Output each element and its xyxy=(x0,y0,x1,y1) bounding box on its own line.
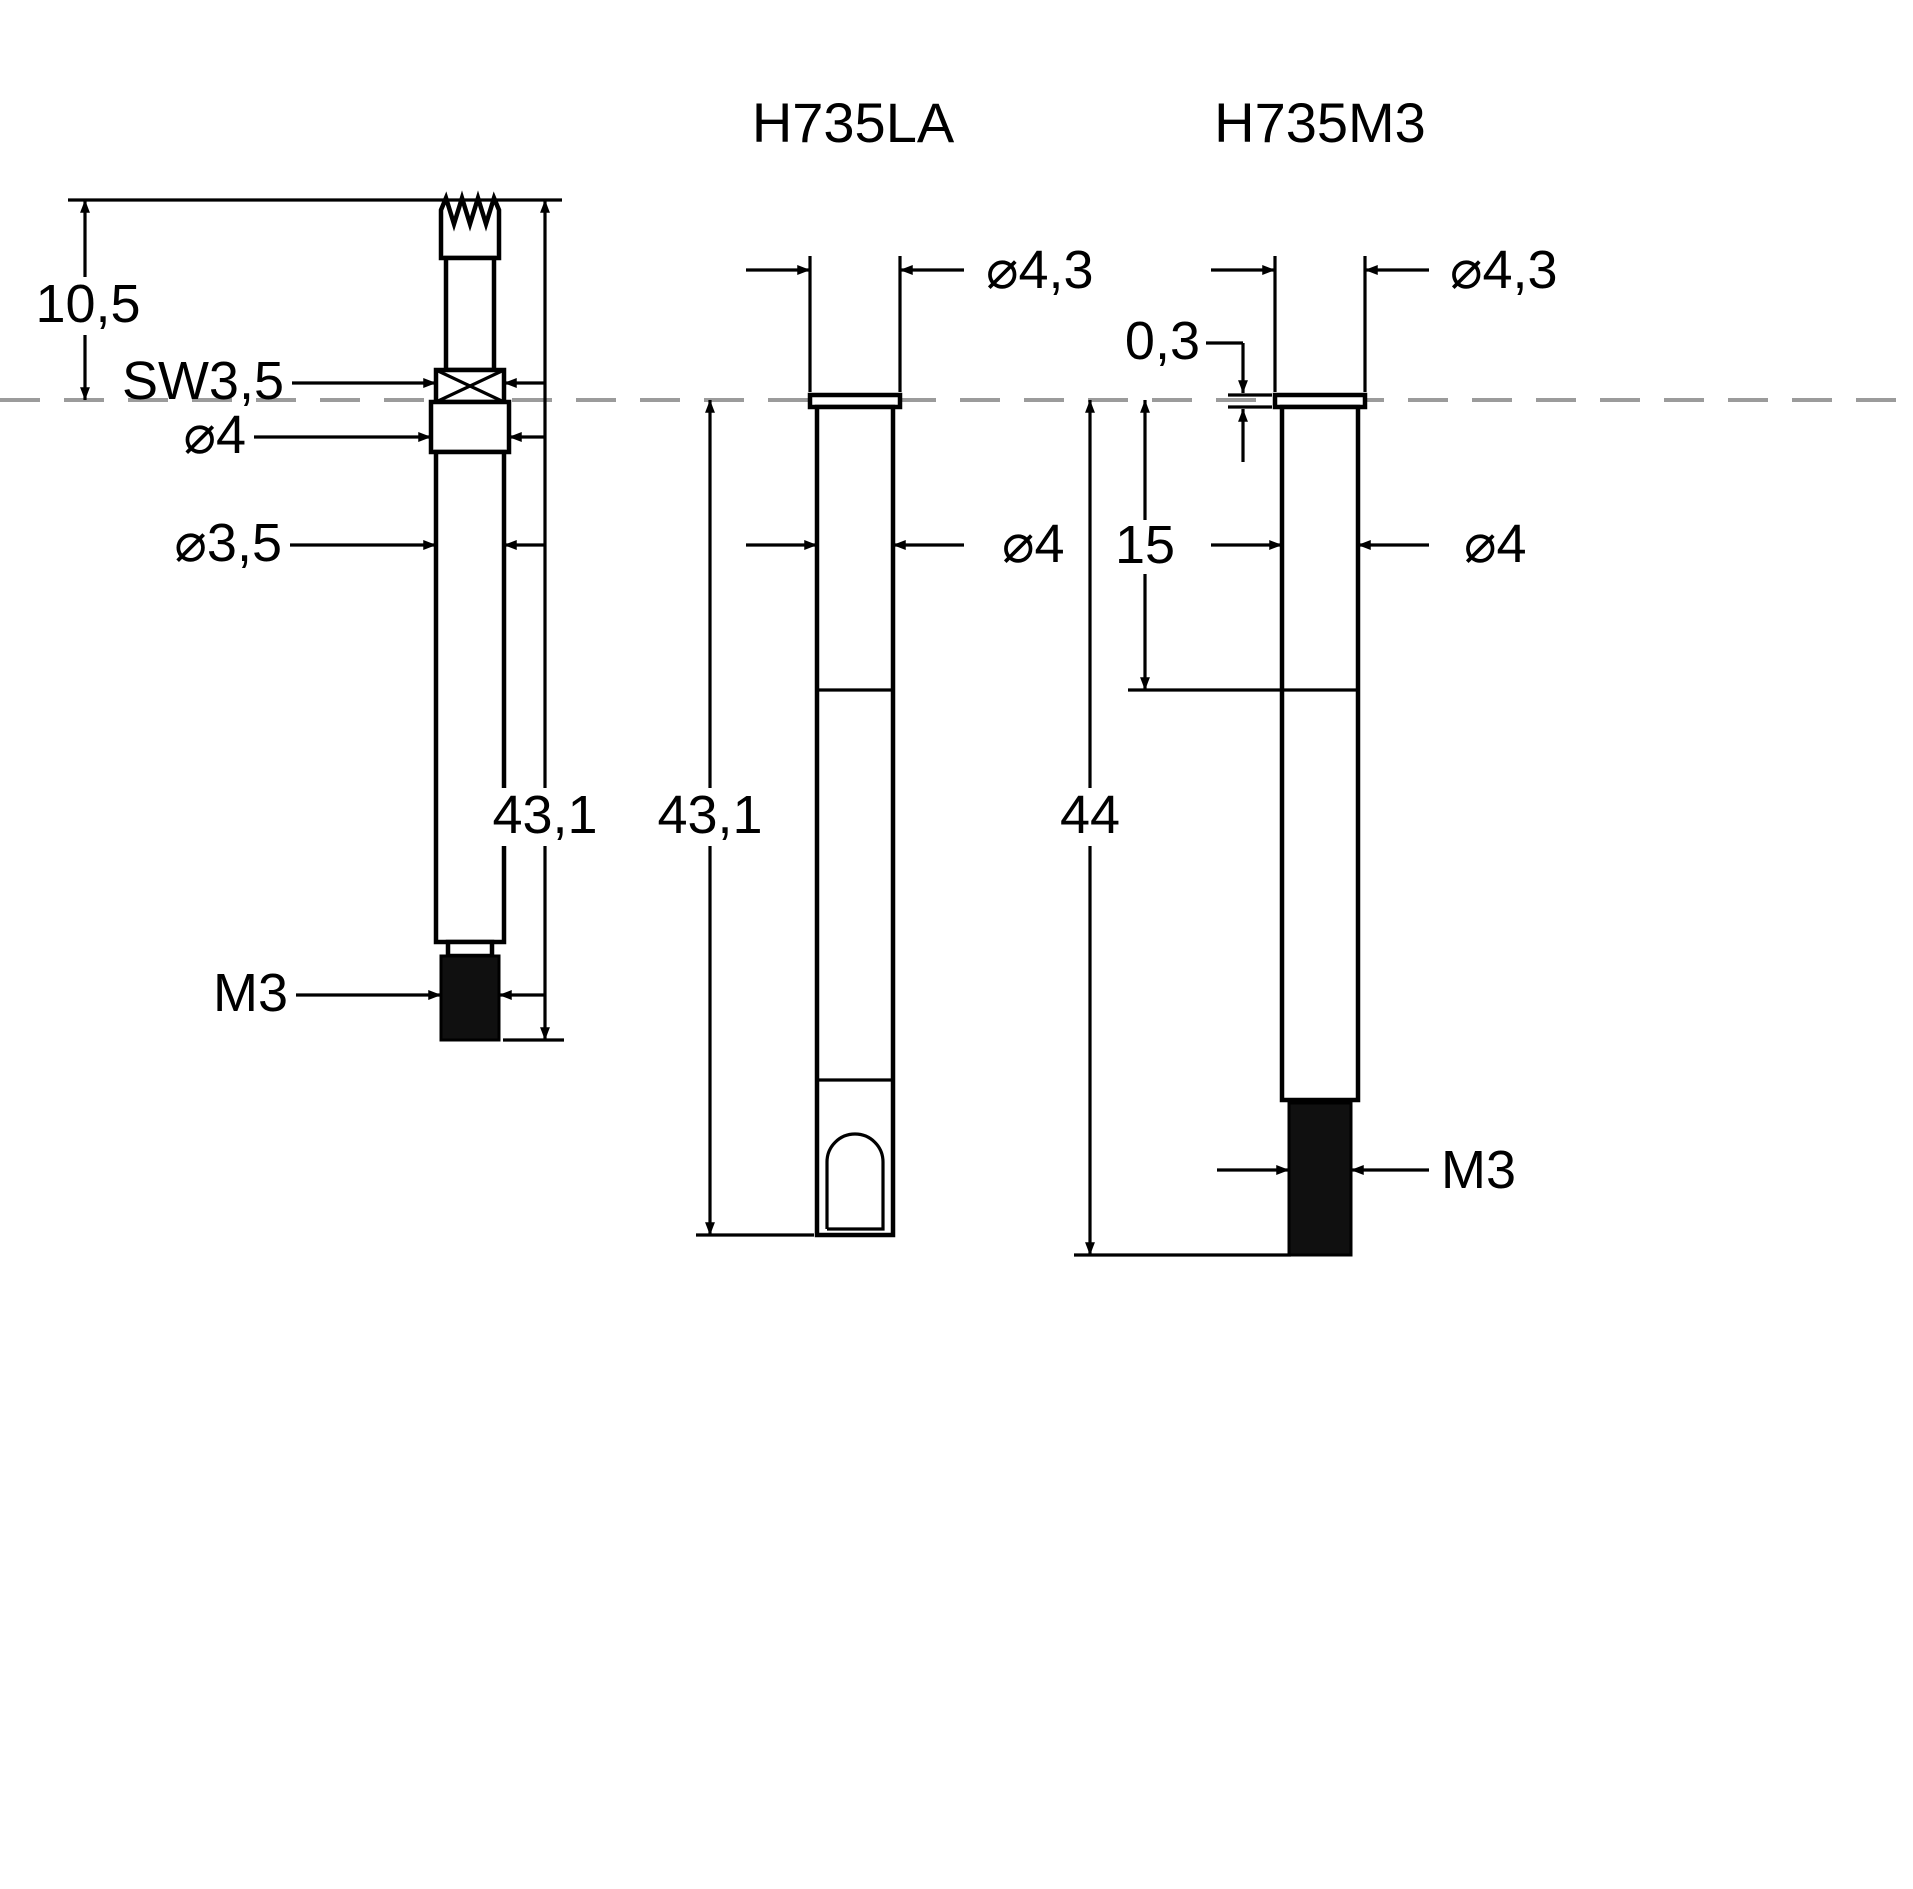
title-h735m3: H735M3 xyxy=(1214,91,1426,154)
la-tube xyxy=(814,404,896,1238)
dim-label-la-length: 43,1 xyxy=(657,785,762,845)
dim-label-la-body: ⌀4 xyxy=(1002,514,1065,574)
dim-label-probe-collar: ⌀4 xyxy=(183,405,246,465)
dim-label-m3-thread: M3 xyxy=(1441,1140,1516,1200)
la-wire-slot xyxy=(825,1132,885,1231)
receptacle-h735la-view: H735LA ⌀4,3 ⌀4 43,1 xyxy=(648,91,1094,1238)
dim-label-m3-pressfit: 15 xyxy=(1115,515,1175,575)
dim-label-m3-length: 44 xyxy=(1060,785,1120,845)
dim-label-bg xyxy=(1050,788,1130,846)
probe-collar xyxy=(428,399,512,455)
m3-thread xyxy=(1287,1101,1353,1257)
probe-crown-tip xyxy=(438,190,502,261)
receptacle-h735m3-view: H735M3 ⌀4,3 0,3 15 ⌀4 44 xyxy=(1050,91,1558,1257)
m3-tube xyxy=(1279,404,1361,1103)
dim-label-probe-hex: SW3,5 xyxy=(122,351,284,411)
probe-hex-cross-line-2 xyxy=(435,368,505,404)
dim-label-probe-body: ⌀3,5 xyxy=(174,513,282,573)
probe-dimensions: 10,5 SW3,5 ⌀4 ⌀3,5 M3 43,1 xyxy=(26,198,607,1042)
probe-plunger-barrel xyxy=(443,255,497,373)
dim-label-probe-length: 43,1 xyxy=(492,785,597,845)
dim-label-probe-thread: M3 xyxy=(213,963,288,1023)
dim-label-m3-flange-thickness: 0,3 xyxy=(1125,311,1200,371)
probe-neck xyxy=(445,939,495,959)
dim-label-m3-flange: ⌀4,3 xyxy=(1450,240,1558,300)
dim-label-bg xyxy=(483,788,607,846)
probe-body xyxy=(433,449,507,945)
dim-label-bg xyxy=(1108,520,1182,574)
dim-label-bg xyxy=(648,788,772,846)
dim-label-probe-top-length: 10,5 xyxy=(35,274,140,334)
probe-side-view xyxy=(428,190,512,1042)
title-h735la: H735LA xyxy=(752,91,955,154)
dim-label-bg xyxy=(26,277,152,335)
dim-label-m3-body: ⌀4 xyxy=(1464,514,1527,574)
probe-thread xyxy=(439,954,501,1042)
dim-label-la-flange: ⌀4,3 xyxy=(986,240,1094,300)
